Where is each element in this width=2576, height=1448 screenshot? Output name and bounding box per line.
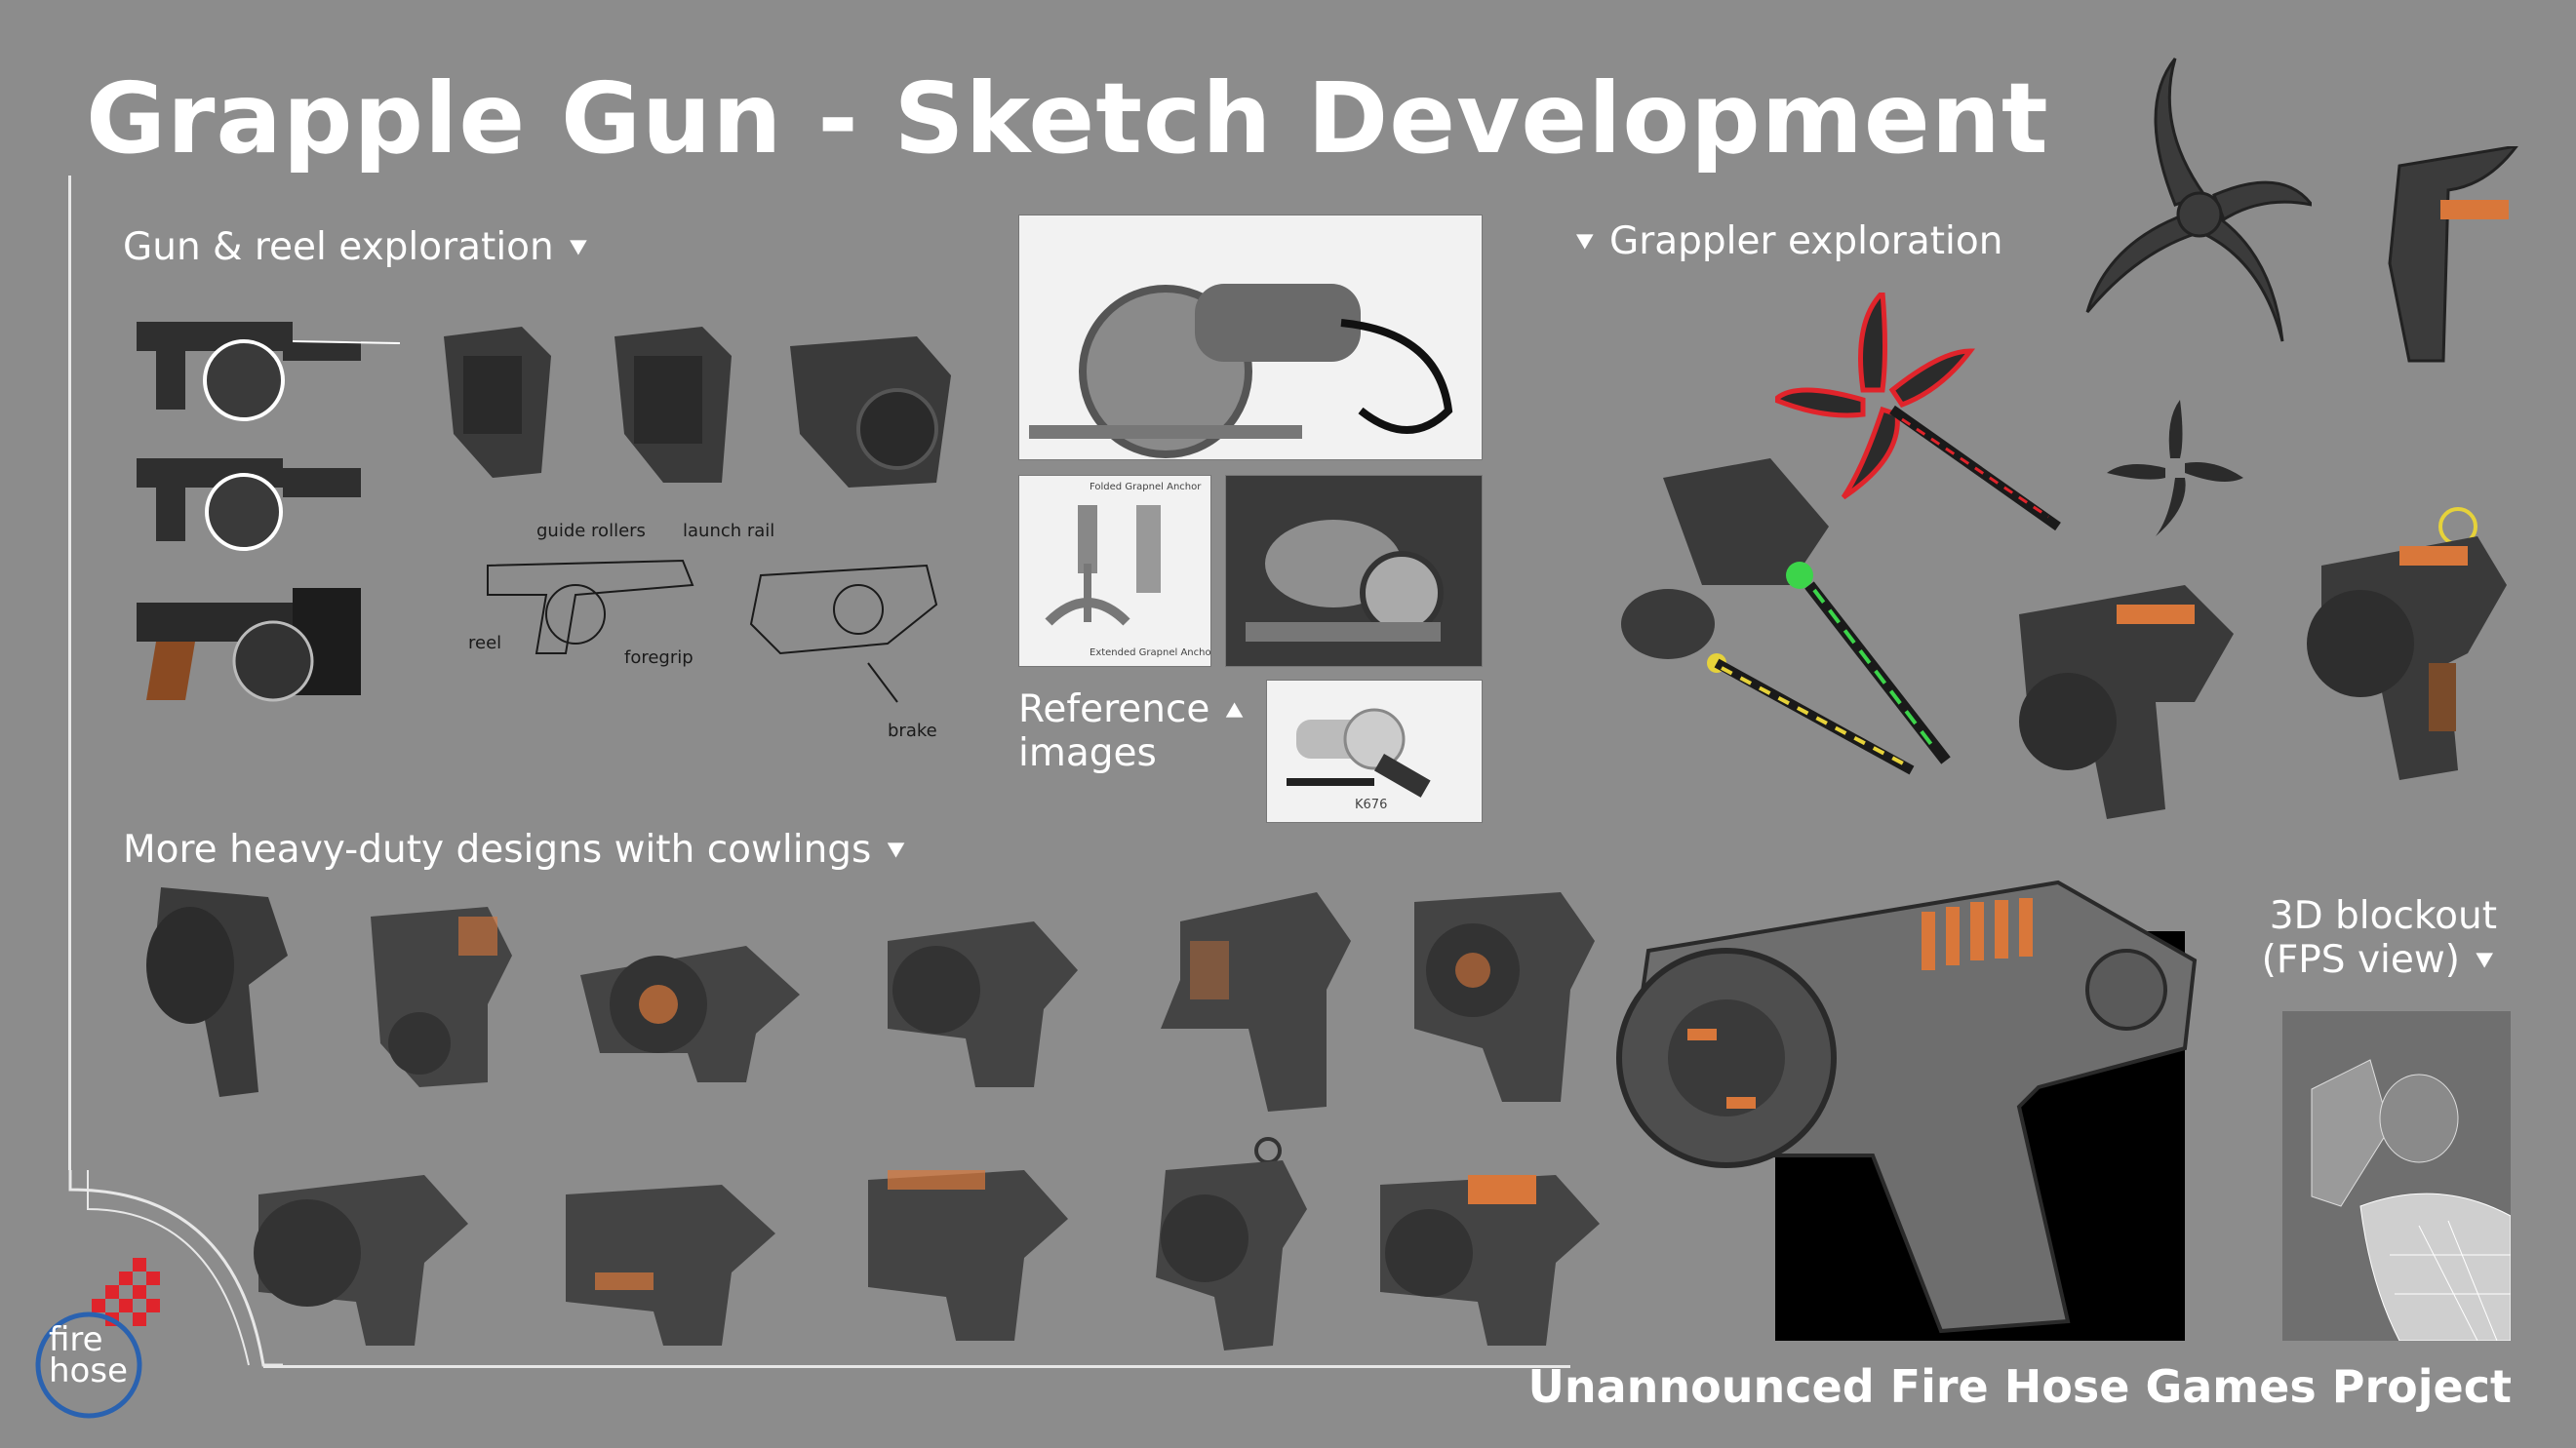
blockout-viewport bbox=[2282, 1011, 2512, 1342]
chevron-up-icon: ⯅ bbox=[1221, 692, 1248, 729]
reference-photo-motor bbox=[1225, 475, 1483, 667]
section-heavy-duty-label: More heavy-duty designs with cowlings bbox=[123, 828, 872, 872]
annotation-foregrip: foregrip bbox=[624, 647, 694, 668]
reference-images-label: Reference ⯅ images bbox=[1018, 687, 1248, 776]
sketch-grappler-claw-large bbox=[2085, 58, 2312, 342]
sketch-gun-reel-5 bbox=[614, 327, 732, 483]
reference-label-line2: images bbox=[1018, 730, 1157, 775]
reference-photo-hairdryer: K676 bbox=[1266, 680, 1483, 823]
sketch-heavy-4 bbox=[888, 921, 1078, 1087]
caption-extended-grapnel: Extended Grapnel Anchor bbox=[1090, 647, 1211, 658]
annotation-launch-rail: launch rail bbox=[683, 521, 774, 541]
sketch-grappler-small-claw bbox=[2107, 400, 2243, 536]
sketch-grappler-green bbox=[1663, 458, 1951, 764]
sketch-gun-reel-6 bbox=[790, 336, 951, 488]
caption-tag: K676 bbox=[1355, 798, 1388, 812]
sketch-heavy-6 bbox=[1414, 892, 1595, 1102]
caption-folded-grapnel: Folded Grapnel Anchor bbox=[1090, 482, 1202, 492]
blockout-label-line2: (FPS view) bbox=[2261, 937, 2460, 982]
sketch-grappler-hook bbox=[2388, 146, 2518, 363]
frame-corner-arc bbox=[68, 1170, 283, 1367]
sketch-annotated-diagram: guide rollers launch rail reel foregrip … bbox=[468, 521, 938, 741]
section-heavy-duty-heading: More heavy-duty designs with cowlings ⯆ bbox=[123, 828, 909, 873]
chevron-down-icon: ⯆ bbox=[883, 833, 909, 870]
reference-label-line1: Reference bbox=[1018, 687, 1210, 731]
sketch-gun-reel-2 bbox=[137, 458, 361, 551]
sketch-heavy-3 bbox=[580, 946, 800, 1082]
sketch-grappler-gun-1 bbox=[2019, 585, 2234, 819]
sketch-grappler-red-claw bbox=[1775, 293, 2061, 531]
chevron-down-icon: ⯆ bbox=[2472, 942, 2497, 980]
sketch-heavy-9 bbox=[868, 1170, 1068, 1341]
blockout-label: 3D blockout (FPS view) ⯆ bbox=[2234, 894, 2497, 983]
sketch-gun-reel-3 bbox=[137, 588, 361, 702]
sketch-heavy-8 bbox=[566, 1185, 775, 1346]
logo-text-line1: fire bbox=[49, 1320, 103, 1359]
section-grappler-heading: ⯆ Grappler exploration bbox=[1572, 219, 2003, 264]
section-grappler-label: Grappler exploration bbox=[1609, 219, 2003, 263]
annotation-guide-rollers: guide rollers bbox=[536, 521, 646, 541]
sketch-heavy-1 bbox=[146, 887, 288, 1097]
sketch-heavy-11 bbox=[1380, 1175, 1600, 1346]
frame-line-bottom bbox=[263, 1365, 1570, 1368]
sketch-heavy-10 bbox=[1156, 1137, 1307, 1350]
logo-text-line2: hose bbox=[49, 1351, 128, 1391]
section-gun-reel-heading: Gun & reel exploration ⯆ bbox=[123, 225, 591, 270]
sketch-grappler-yellow bbox=[1621, 589, 1915, 775]
chevron-down-icon: ⯆ bbox=[1572, 224, 1598, 261]
blockout-label-line1: 3D blockout bbox=[2269, 894, 2497, 938]
footer-project-label: Unannounced Fire Hose Games Project bbox=[1527, 1360, 2512, 1413]
logo-pixel-flame bbox=[35, 1258, 160, 1419]
sketch-heavy-2 bbox=[371, 907, 512, 1087]
sketch-heavy-5 bbox=[1161, 892, 1351, 1112]
annotation-reel: reel bbox=[468, 633, 501, 653]
section-gun-reel-label: Gun & reel exploration bbox=[123, 225, 554, 269]
chevron-down-icon: ⯆ bbox=[566, 230, 591, 267]
reference-photo-saw bbox=[1018, 215, 1483, 460]
sketch-heavy-7 bbox=[254, 1175, 468, 1346]
reference-photo-grapnel: Folded Grapnel Anchor Extended Grapnel A… bbox=[1018, 475, 1211, 667]
sketch-gun-reel-4 bbox=[444, 327, 551, 478]
page-title: Grapple Gun - Sketch Development bbox=[86, 61, 2049, 176]
logo-text: fire hose bbox=[49, 1320, 128, 1391]
sketch-grappler-gun-2 bbox=[2307, 507, 2507, 780]
annotation-brake: brake bbox=[888, 721, 937, 741]
render-grapple-gun bbox=[1616, 880, 2198, 1334]
sketch-gun-reel-1 bbox=[137, 322, 400, 421]
frame-line-left bbox=[68, 176, 71, 1170]
firehose-logo: fire hose bbox=[35, 1258, 162, 1424]
